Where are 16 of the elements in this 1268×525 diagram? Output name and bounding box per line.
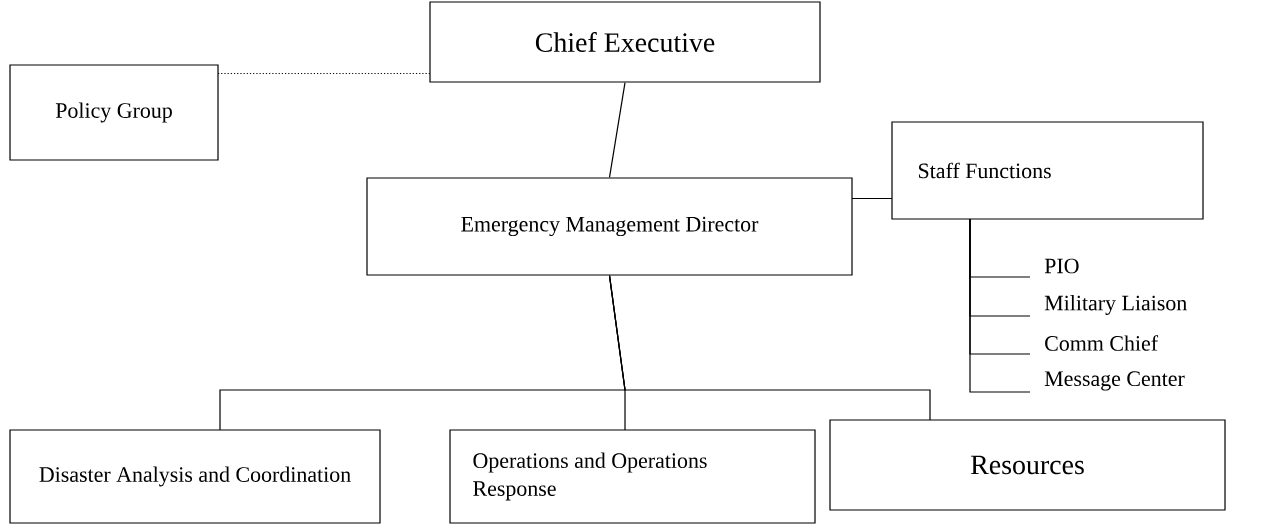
leader-line [969, 218, 1031, 393]
dotted-line [217, 73, 431, 74]
org-box: Staff Functions [891, 121, 1204, 220]
org-box: Chief Executive [429, 1, 821, 83]
org-box: Emergency Management Director [366, 177, 853, 276]
connector-line [851, 197, 893, 200]
staff-role: Military Liaison [1044, 295, 1187, 315]
org-box: Disaster Analysis and Coordination [9, 429, 381, 524]
org-box: Policy Group [9, 64, 219, 161]
staff-role: Comm Chief [1045, 335, 1159, 351]
connector-line [608, 82, 626, 178]
connector-line [608, 275, 931, 421]
staff-role: PIO [1044, 258, 1079, 274]
staff-role: Message Center [1044, 371, 1185, 391]
org-box: Resources [829, 419, 1226, 511]
org-box: Operations and Operations Response [449, 429, 816, 524]
